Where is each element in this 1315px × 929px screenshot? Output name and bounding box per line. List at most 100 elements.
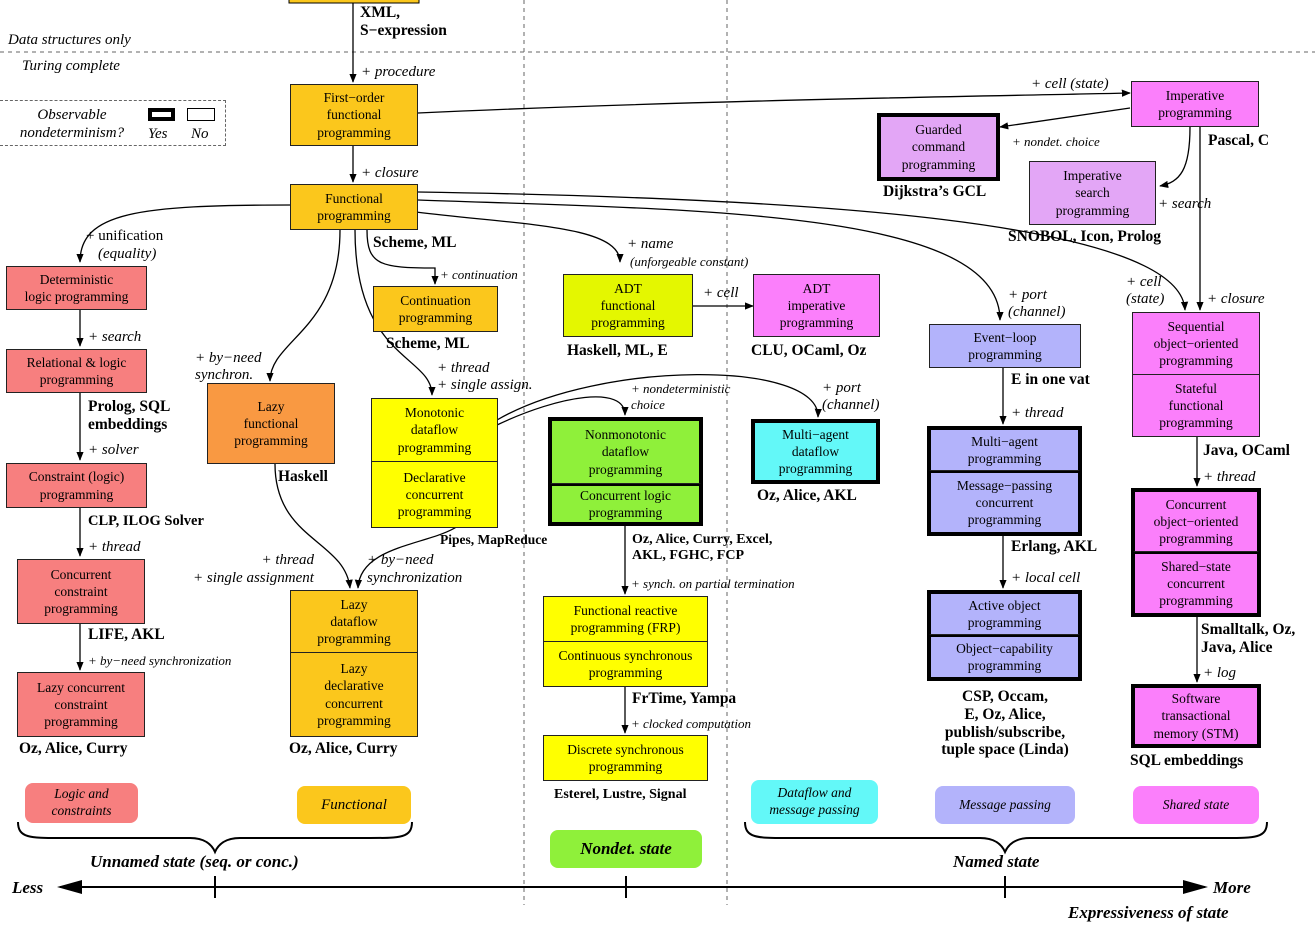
thread-concept-event: + thread bbox=[1011, 405, 1064, 421]
brace-unnamed bbox=[17, 821, 413, 855]
nondet-state-label: Nondet. state bbox=[550, 830, 702, 868]
esterel-label: Esterel, Lustre, Signal bbox=[554, 787, 687, 802]
relational-logic-box: Relational & logic programming bbox=[6, 349, 147, 393]
solver-concept: + solver bbox=[88, 442, 139, 458]
nondet-choice-concept-right: + nondet. choice bbox=[1012, 134, 1100, 149]
name-concept: + name bbox=[627, 236, 674, 252]
edge-functional-continuation bbox=[366, 229, 439, 285]
cell-concept-mid: + cell bbox=[703, 285, 739, 301]
nondet-choice-concept-mid: + nondeterministic choice bbox=[631, 381, 731, 413]
lazy-concurrent-constraint-box: Lazy concurrent constraint programming bbox=[17, 672, 145, 737]
thread-single-assign-concept: + thread + single assign. bbox=[437, 360, 533, 394]
deterministic-logic-box: Deterministic logic programming bbox=[6, 266, 147, 310]
csp-occam-label: CSP, Occam, E, Oz, Alice, publish/subscr… bbox=[941, 688, 1069, 759]
turing-complete-label: Turing complete bbox=[22, 58, 120, 74]
haskell-label: Haskell bbox=[278, 468, 328, 485]
sequential-oo-box: Sequential object−oriented programming bbox=[1132, 312, 1260, 375]
discrete-synchronous-box: Discrete synchronous programming bbox=[543, 735, 708, 781]
axis-more-label: More bbox=[1213, 878, 1251, 897]
imperative-box: Imperative programming bbox=[1131, 81, 1259, 127]
event-loop-box: Event−loop programming bbox=[929, 324, 1081, 368]
named-state-label: Named state bbox=[953, 852, 1040, 871]
oz-alice-curry-label-2: Oz, Alice, Curry bbox=[289, 740, 398, 757]
edge-functional-detlogic bbox=[76, 204, 291, 263]
active-object-box: Active object programming bbox=[927, 590, 1082, 636]
thread-concept-right: + thread bbox=[1203, 469, 1256, 485]
edge-functional-adt bbox=[415, 211, 624, 263]
life-akl-label: LIFE, AKL bbox=[88, 626, 165, 643]
legend-thin-swatch bbox=[187, 108, 215, 121]
log-concept: + log bbox=[1203, 665, 1237, 681]
constraint-logic-box: Constraint (logic) programming bbox=[6, 463, 147, 508]
edge-functional-eventloop bbox=[417, 199, 1004, 321]
shared-state-concurrent-box: Shared−state concurrent programming bbox=[1131, 552, 1261, 617]
multi-agent-box: Multi−agent programming bbox=[927, 426, 1082, 472]
legend-no: No bbox=[191, 126, 209, 142]
legend-question: Observable nondeterminism? bbox=[19, 107, 125, 141]
declarative-concurrent-box: Declarative concurrent programming bbox=[371, 461, 498, 528]
snobol-label: SNOBOL, Icon, Prolog bbox=[1008, 228, 1162, 245]
edge-functional-lazyfunctional bbox=[266, 229, 341, 382]
oz-alice-curry-label-1: Oz, Alice, Curry bbox=[19, 740, 128, 757]
java-ocaml-label: Java, OCaml bbox=[1203, 442, 1290, 459]
continuation-box: Continuation programming bbox=[373, 286, 498, 332]
nonmonotonic-dataflow-box: Nonmonotonic dataflow programming bbox=[548, 417, 703, 485]
clp-ilog-label: CLP, ILOG Solver bbox=[88, 513, 204, 529]
thread-single-assignment-concept: + thread + single assignment bbox=[193, 552, 314, 586]
edge-monotonic-nonmono bbox=[496, 396, 629, 426]
category-message-passing: Message passing bbox=[935, 786, 1075, 824]
smalltalk-label: Smalltalk, Oz, Java, Alice bbox=[1201, 621, 1296, 656]
procedure-concept: + procedure bbox=[361, 64, 436, 80]
frtime-yampa-label: FrTime, Yampa bbox=[632, 690, 737, 707]
edge-declarative-lazydataflow bbox=[354, 525, 459, 589]
legend-yes: Yes bbox=[148, 126, 168, 142]
oz-excel-label: Oz, Alice, Curry, Excel, AKL, FGHC, FCP bbox=[632, 532, 773, 564]
haskell-ml-e-label: Haskell, ML, E bbox=[567, 342, 668, 359]
closure-concept-right: + closure bbox=[1207, 291, 1265, 307]
prolog-sql-label: Prolog, SQL embeddings bbox=[88, 398, 171, 433]
continuous-synchronous-box: Continuous synchronous programming bbox=[543, 641, 708, 687]
unforgeable-concept: (unforgeable constant) bbox=[630, 254, 749, 269]
edge-lazyfunc-lazydataflow bbox=[274, 463, 353, 589]
multi-agent-dataflow-box: Multi−agent dataflow programming bbox=[751, 419, 880, 484]
imperative-search-box: Imperative search programming bbox=[1029, 161, 1156, 225]
object-capability-box: Object−capability programming bbox=[927, 635, 1082, 681]
frp-box: Functional reactive programming (FRP) bbox=[543, 596, 708, 642]
closure-concept: + closure bbox=[361, 165, 419, 181]
lazy-declarative-box: Lazy declarative concurrent programming bbox=[290, 652, 418, 737]
functional-box: Functional programming bbox=[290, 184, 418, 230]
axis-arrow-left bbox=[57, 880, 82, 894]
by-need-synchron-concept: + by−need synchron. bbox=[195, 350, 262, 384]
guarded-command-box: Guarded command programming bbox=[877, 113, 1000, 181]
concurrent-oo-box: Concurrent object−oriented programming bbox=[1131, 488, 1261, 553]
scheme-ml-label-1: Scheme, ML bbox=[373, 234, 457, 251]
brace-named bbox=[744, 821, 1268, 855]
scheme-ml-label-2: Scheme, ML bbox=[386, 335, 470, 352]
by-need-small-concept: + by−need synchronization bbox=[88, 653, 232, 668]
edge-imperative-search bbox=[1159, 126, 1191, 188]
category-dataflow: Dataflow and message passing bbox=[751, 780, 878, 824]
search-concept-right: + search bbox=[1158, 196, 1212, 212]
monotonic-dataflow-box: Monotonic dataflow programming bbox=[371, 398, 498, 462]
oz-alice-akl-label: Oz, Alice, AKL bbox=[757, 487, 857, 504]
data-structures-only-label: Data structures only bbox=[8, 32, 131, 48]
legend-box bbox=[0, 100, 226, 146]
axis-arrow-right bbox=[1183, 880, 1208, 894]
edge-imperative-guarded bbox=[999, 107, 1131, 130]
dijkstra-gcl-label: Dijkstra’s GCL bbox=[883, 183, 987, 200]
continuation-concept: + continuation bbox=[440, 267, 518, 282]
erlang-akl-label: Erlang, AKL bbox=[1011, 538, 1098, 555]
equality-concept: (equality) bbox=[98, 246, 157, 262]
first-order-functional-box: First−order functional programming bbox=[290, 84, 418, 146]
pipes-mapreduce-label: Pipes, MapReduce bbox=[440, 532, 548, 547]
unification-concept: + unification bbox=[86, 228, 164, 244]
concurrent-logic-box: Concurrent logic programming bbox=[548, 484, 703, 526]
stm-box: Software transactional memory (STM) bbox=[1131, 684, 1261, 748]
by-need-synchronization-concept: + by−need synchronization bbox=[367, 552, 463, 586]
stateful-functional-box: Stateful functional programming bbox=[1132, 374, 1260, 437]
cell-state-concept-top: + cell (state) bbox=[1031, 76, 1109, 92]
category-shared-state: Shared state bbox=[1133, 786, 1259, 824]
thread-concept-left: + thread bbox=[88, 539, 141, 555]
unnamed-state-label: Unnamed state (seq. or conc.) bbox=[90, 852, 299, 871]
